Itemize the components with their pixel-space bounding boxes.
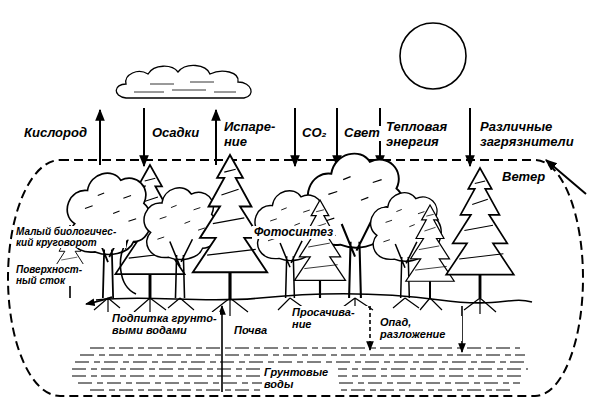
process-label: Малый биологичес- кий круговорот	[14, 226, 126, 248]
arrow-up	[215, 110, 217, 165]
cloud	[116, 65, 251, 98]
sun	[400, 23, 466, 89]
flow-label: Осадки	[150, 126, 201, 141]
arrow-down	[336, 108, 338, 166]
arrow-down	[143, 108, 145, 166]
flow-label: Различные загрязнители	[478, 120, 586, 149]
conifer-tree	[446, 168, 514, 298]
flow-label: Кислород	[22, 126, 89, 141]
process-arrows	[86, 240, 462, 392]
process-label: Просачива- ние	[290, 306, 368, 331]
ecosystem-boundary	[8, 160, 583, 396]
arrow-up	[99, 110, 101, 165]
process-label: Поверхност- ный сток	[14, 264, 92, 286]
deciduous-tree	[144, 188, 218, 298]
seepage-arrow	[369, 306, 371, 350]
recharge-arrow	[221, 306, 223, 392]
layer-label: Почва	[232, 324, 269, 336]
process-label: Фотосинтез	[252, 226, 335, 239]
ground-surface	[96, 294, 532, 303]
runoff-arrow	[86, 297, 112, 304]
arrow-down	[469, 108, 471, 166]
flow-label: Свет	[342, 126, 382, 141]
process-label: Подпитка грунто- выми водами	[110, 312, 220, 337]
conifer-tree	[406, 205, 454, 298]
conifer-tree	[295, 200, 346, 298]
flow-label: Ветер	[500, 170, 547, 185]
flow-label: Испаре- ние	[222, 120, 288, 149]
process-label: Опад, разложение	[378, 316, 462, 341]
arrow-down	[294, 108, 296, 166]
layer-label: Грунтовые воды	[262, 366, 338, 391]
flow-label: Тепловая энергия	[384, 120, 460, 149]
groundwater-hatching	[72, 348, 528, 390]
flow-label: CO₂	[300, 126, 328, 141]
